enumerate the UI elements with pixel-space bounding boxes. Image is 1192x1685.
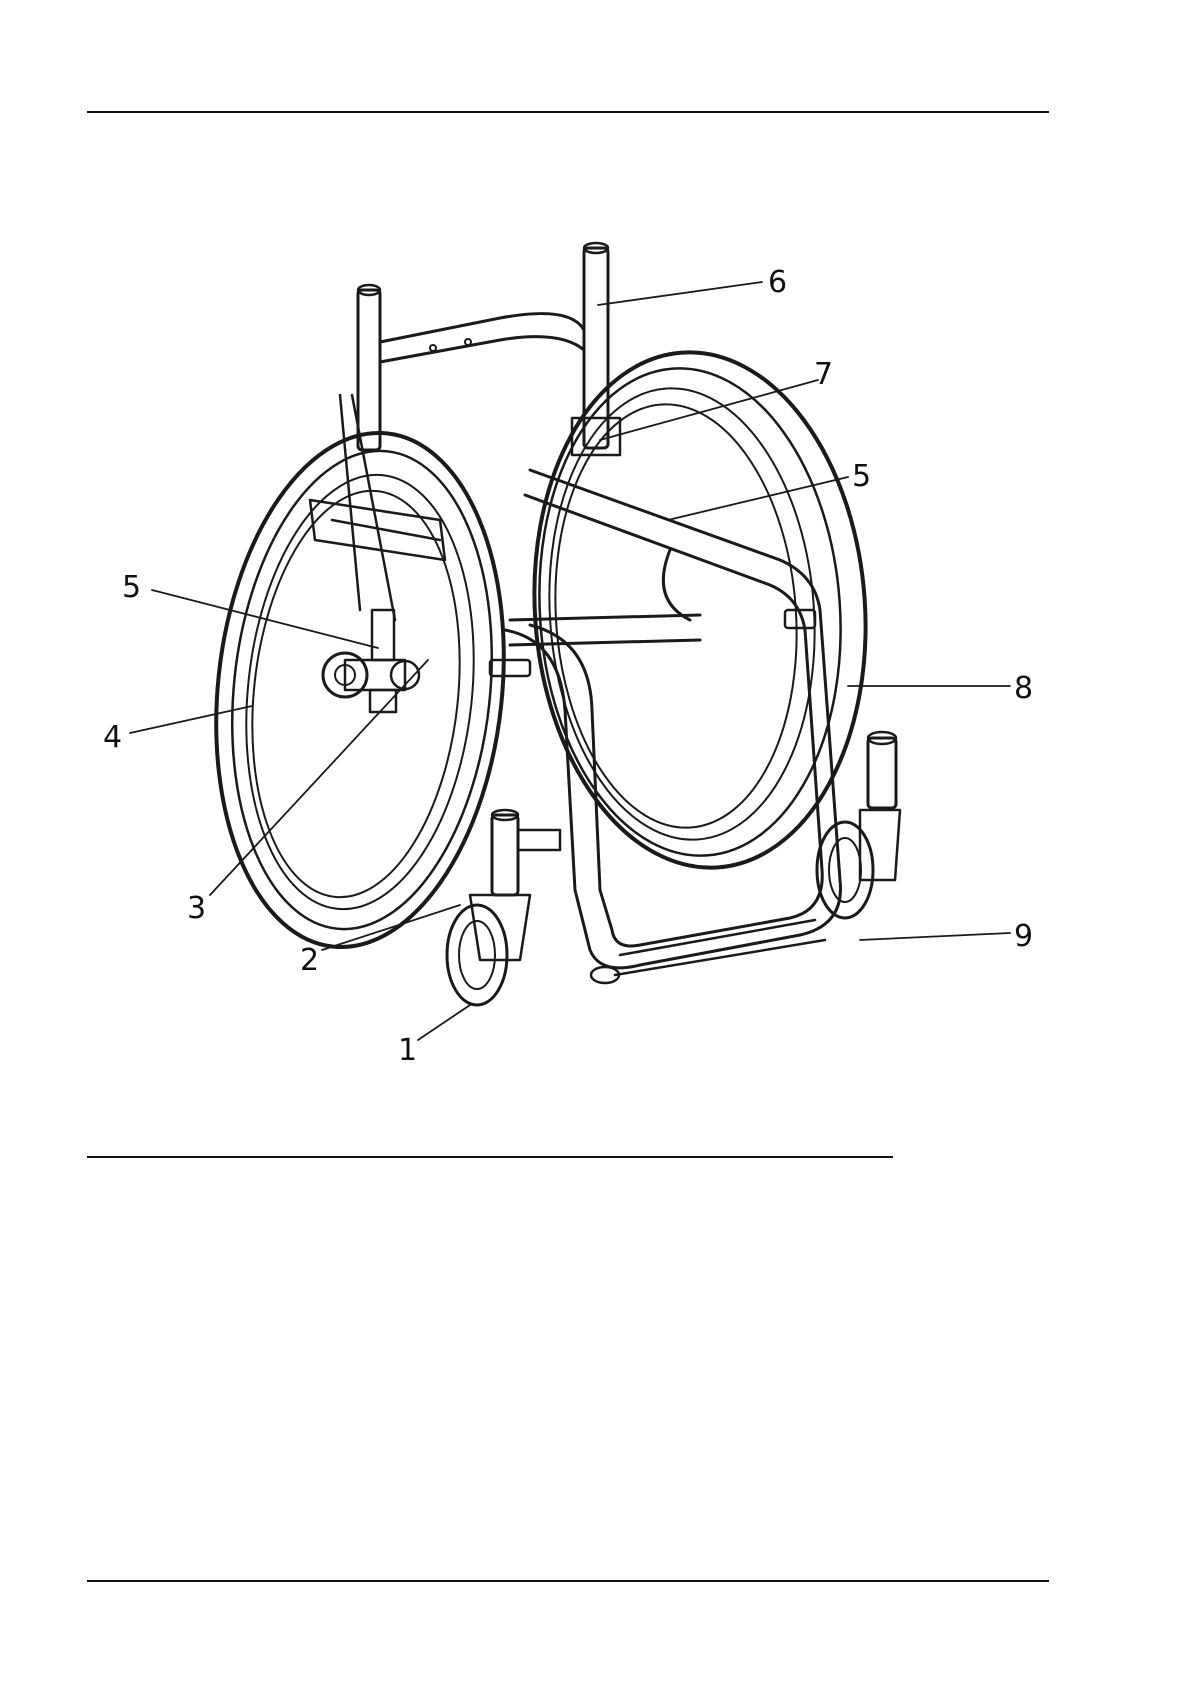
callout-5b: 5 — [852, 459, 871, 494]
callout-labels: 1 2 3 4 5 5 6 7 8 9 — [103, 265, 1033, 1068]
callout-9: 9 — [1014, 919, 1033, 954]
callout-3: 3 — [187, 891, 206, 926]
callout-1: 1 — [398, 1033, 417, 1068]
callout-8: 8 — [1014, 671, 1033, 706]
right-caster — [817, 732, 900, 918]
leader-9 — [860, 933, 1010, 940]
leader-3 — [210, 660, 428, 895]
leader-4 — [130, 706, 252, 733]
callout-4: 4 — [103, 720, 122, 755]
leader-1 — [418, 1005, 470, 1040]
callout-5a: 5 — [122, 570, 141, 605]
leader-5b — [668, 477, 848, 520]
leader-7 — [600, 380, 818, 440]
callout-7: 7 — [814, 357, 833, 392]
leader-2 — [322, 905, 460, 950]
callout-6: 6 — [768, 265, 787, 300]
leader-lines — [130, 282, 1010, 1040]
callout-2: 2 — [300, 943, 319, 978]
leader-6 — [598, 282, 762, 305]
